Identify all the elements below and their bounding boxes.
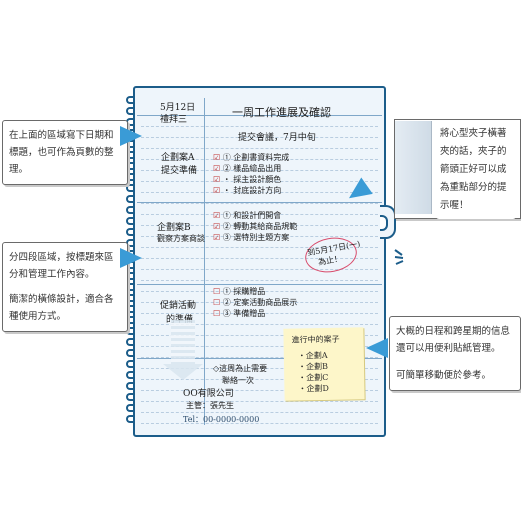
ruled-line <box>141 192 378 193</box>
ruled-line <box>141 247 378 248</box>
callout-clip-text-box: 將心型夾子橫著夾的話，夾子的箭頭正好可以成為重點部分的提示喔！ <box>436 121 516 219</box>
ruled-line <box>141 148 378 149</box>
ruled-line <box>141 170 378 171</box>
heart-clip <box>380 205 396 239</box>
ruled-line <box>141 357 378 358</box>
spiral-ring <box>126 360 139 368</box>
section1-item: ☑ ① 企劃書資料完成 <box>213 153 290 162</box>
callout-clip-text: 將心型夾子橫著夾的話，夾子的箭頭正好可以成為重點部分的提示喔！ <box>440 128 507 211</box>
company-name: OO有限公司 <box>183 389 234 399</box>
memo-line-1: ◇這周為止需要 <box>213 364 268 373</box>
section-divider-1 <box>137 202 382 203</box>
ruled-line <box>141 203 378 204</box>
spiral-ring <box>126 415 139 423</box>
section1-item: ☑ ・ 採主設計顏色 <box>213 175 282 184</box>
spiral-ring <box>126 371 139 379</box>
callout-header-tip: 在上面的區域寫下日期和標題，也可作為頁數的整理。 <box>2 120 128 185</box>
memo-line-2: 聯絡一次 <box>222 376 254 385</box>
callout-sections-text-1: 分四段區域，按標題來區分和管理工作內容。 <box>9 252 114 280</box>
ruled-line <box>141 225 378 226</box>
ruled-line <box>141 159 378 160</box>
section1-label-2: 提交準備 <box>161 166 198 176</box>
weekday-text: 禮拜三 <box>160 115 188 125</box>
callout-header-text: 在上面的區域寫下日期和標題，也可作為頁數的整理。 <box>9 130 114 175</box>
section2-item: ☑ ② 轉動其給商品規範 <box>213 222 298 231</box>
callout-arrow-icon <box>120 248 142 268</box>
section1-label-1: 企劃案A <box>161 153 195 163</box>
sticky-item: ・企劃A <box>297 350 328 361</box>
spiral-ring <box>126 206 139 214</box>
sticky-item: ・企劃B <box>297 361 329 372</box>
clip-photo <box>395 121 432 214</box>
tel-number: Tel：00-0000-0000 <box>183 415 260 424</box>
date-text: 5月12日 <box>160 103 196 113</box>
ruled-line <box>141 313 378 314</box>
spiral-ring <box>126 184 139 192</box>
page-title: 一周工作進展及確認 <box>232 106 331 119</box>
spiral-ring <box>126 404 139 412</box>
ribbon-arrow-graphic <box>163 320 203 380</box>
section3-item: ☐ ③ 準備贈品 <box>213 309 266 318</box>
section3-label-1: 促銷活動 <box>160 301 197 311</box>
callout-sections-text-2: 簡潔的橫條設計，適合各種使用方式。 <box>9 294 114 322</box>
ruled-line <box>141 412 378 413</box>
ruled-line <box>141 324 378 325</box>
spiral-ring <box>126 382 139 390</box>
sticky-note: 進行中的案子 ・企劃A ・企劃B ・企劃C ・企劃D <box>283 327 365 401</box>
section2-item: ☑ ① 和設計們開會 <box>213 211 282 220</box>
ruled-line <box>141 258 378 259</box>
ruled-line <box>141 302 378 303</box>
ruled-line <box>141 269 378 270</box>
section2-label-2: 觀察方案商談 <box>157 234 205 243</box>
sticky-title: 進行中的案子 <box>291 334 340 345</box>
contact-person: 主管：張先生 <box>186 401 234 410</box>
ruled-line <box>141 390 378 391</box>
ruled-line <box>141 401 378 402</box>
section-divider-2 <box>137 284 382 285</box>
ruled-line <box>141 126 378 127</box>
section2-item: ☑ ③ 選特別主題方案 <box>213 233 290 242</box>
spiral-ring <box>126 338 139 346</box>
ruled-line <box>141 379 378 380</box>
ruled-line <box>141 335 378 336</box>
spiral-ring <box>126 195 139 203</box>
sticky-item: ・企劃D <box>298 383 329 394</box>
callout-sticky-tip: 大概的日程和跨星期的信息還可以用便利貼紙管理。 可簡單移動便於參考。 <box>389 316 521 391</box>
ruled-lines <box>135 88 384 435</box>
ruled-line <box>141 368 378 369</box>
spiral-ring <box>126 349 139 357</box>
section-divider-3 <box>137 358 382 359</box>
section2-label-1: 企劃案B <box>157 223 191 233</box>
section1-item: ☑ ② 樣品繪品出用 <box>213 164 282 173</box>
spiral-ring <box>126 393 139 401</box>
spiral-ring <box>126 228 139 236</box>
margin-line <box>204 98 205 425</box>
ruled-line <box>141 346 378 347</box>
ruled-line <box>141 214 378 215</box>
ruled-line <box>141 423 378 424</box>
spiral-ring <box>126 107 139 115</box>
section1-heading: 提交會議，7月中旬 <box>238 133 316 143</box>
spiral-ring <box>126 217 139 225</box>
callout-arrow-icon <box>120 126 142 146</box>
spiral-ring <box>126 96 139 104</box>
section1-item: ☑ ・ 封底設計方向 <box>213 186 282 195</box>
callout-sticky-text-1: 大概的日程和跨星期的信息還可以用便利貼紙管理。 <box>396 326 511 354</box>
ruled-line <box>141 137 378 138</box>
callout-sticky-text-2: 可簡單移動便於參考。 <box>396 370 492 381</box>
sticky-item: ・企劃C <box>298 372 329 383</box>
sparkle-icon <box>394 249 404 265</box>
section3-item: ☐ ① 採購贈品 <box>213 287 266 296</box>
ruled-line <box>141 236 378 237</box>
ruled-line <box>141 280 378 281</box>
ruled-line <box>141 181 378 182</box>
header-divider <box>137 115 382 116</box>
section3-item: ☐ ② 定案活動商品展示 <box>213 298 298 307</box>
ruled-line <box>141 291 378 292</box>
callout-sections-tip: 分四段區域，按標題來區分和管理工作內容。 簡潔的橫條設計，適合各種使用方式。 <box>2 242 128 332</box>
callout-arrow-icon <box>366 338 388 358</box>
